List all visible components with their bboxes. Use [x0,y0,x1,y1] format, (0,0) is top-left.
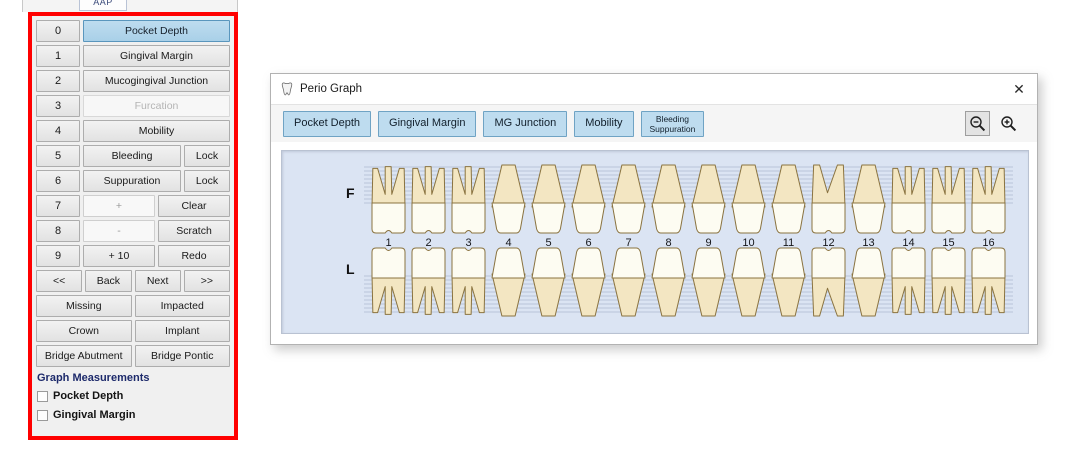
number-button-5[interactable]: 5 [36,145,80,167]
tab-pocket-depth[interactable]: Pocket Depth [283,110,372,137]
next-button[interactable]: Next [134,270,181,292]
svg-text:11: 11 [783,237,794,249]
svg-text:14: 14 [902,237,914,249]
zoom-controls [965,111,1021,136]
checkbox-pocket-depth[interactable] [37,390,48,402]
svg-text:8: 8 [665,237,671,249]
panel-row: Bridge Abutment Bridge Pontic [36,345,230,367]
plus-ten-button[interactable]: + 10 [83,245,155,267]
panel-row: 2 Mucogingival Junction [36,70,230,92]
perio-graph-window: Perio Graph ✕ Pocket Depth Gingival Marg… [270,73,1038,345]
number-button-0[interactable]: 0 [36,20,80,42]
tab-mg-junction[interactable]: MG Junction [483,110,568,137]
zoom-in-button[interactable] [996,111,1021,136]
checkbox-label-pocket-depth: Pocket Depth [53,390,124,402]
bridge-abutment-button[interactable]: Bridge Abutment [36,345,132,367]
scratch-button[interactable]: Scratch [158,220,230,242]
perio-input-panel: AAP 0 Pocket Depth 1 Gingival Margin 2 M… [22,0,238,450]
close-icon[interactable]: ✕ [1013,80,1025,97]
panel-row: Missing Impacted [36,295,230,317]
svg-text:6: 6 [585,237,591,249]
number-button-7[interactable]: 7 [36,195,80,217]
number-button-3[interactable]: 3 [36,95,80,117]
measurement-button-mobility[interactable]: Mobility [83,120,230,142]
panel-row: 8 - Scratch [36,220,230,242]
number-button-8[interactable]: 8 [36,220,80,242]
redo-button[interactable]: Redo [158,245,230,267]
tab-gingival-margin[interactable]: Gingival Margin [378,110,477,137]
graph-measurements-heading: Graph Measurements [37,372,150,384]
plus-button[interactable]: + [83,195,155,217]
panel-row: Crown Implant [36,320,230,342]
svg-text:16: 16 [982,237,994,249]
measurement-button-suppuration[interactable]: Suppuration [83,170,181,192]
number-button-2[interactable]: 2 [36,70,80,92]
panel-row: 3 Furcation [36,95,230,117]
measurement-button-mucogingival-junction[interactable]: Mucogingival Junction [83,70,230,92]
checkbox-row-pocket-depth[interactable]: Pocket Depth [37,389,230,403]
checkbox-row-gingival-margin[interactable]: Gingival Margin [37,408,230,422]
tab-line-1: Bleeding [655,113,689,124]
tab-line-2: Suppuration [649,123,696,134]
measurement-button-pocket-depth[interactable]: Pocket Depth [83,20,230,42]
bridge-pontic-button[interactable]: Bridge Pontic [134,345,230,367]
tab-bleeding-suppuration[interactable]: Bleeding Suppuration [640,110,705,137]
number-button-4[interactable]: 4 [36,120,80,142]
panel-row: 1 Gingival Margin [36,45,230,67]
zoom-out-icon [970,116,986,132]
tab-mobility[interactable]: Mobility [574,110,634,137]
panel-row: 9 + 10 Redo [36,245,230,267]
checkbox-label-gingival-margin: Gingival Margin [53,409,136,421]
navigation-row: << Back Next >> [36,270,230,292]
svg-text:10: 10 [742,237,754,249]
background-panel-stub: AAP [22,0,238,12]
panel-row: 0 Pocket Depth [36,20,230,42]
facial-arch-label: F [346,185,355,201]
measurement-button-furcation: Furcation [83,95,230,117]
svg-text:7: 7 [625,237,631,249]
checkbox-gingival-margin[interactable] [37,409,48,421]
panel-row: 7 + Clear [36,195,230,217]
svg-text:5: 5 [545,237,551,249]
svg-text:4: 4 [505,237,511,249]
panel-row: 5 Bleeding Lock [36,145,230,167]
perio-toolbar: Pocket Depth Gingival Margin MG Junction… [271,104,1037,142]
lingual-arch-label: L [346,261,355,277]
lock-button-bleeding[interactable]: Lock [184,145,230,167]
crown-button[interactable]: Crown [36,320,132,342]
svg-text:3: 3 [465,237,471,249]
measurement-button-grid: 0 Pocket Depth 1 Gingival Margin 2 Mucog… [32,16,234,436]
tooth-icon [281,82,293,96]
window-title: Perio Graph [300,83,363,95]
measurement-button-gingival-margin[interactable]: Gingival Margin [83,45,230,67]
last-button[interactable]: >> [183,270,230,292]
minus-button[interactable]: - [83,220,155,242]
lock-button-suppuration[interactable]: Lock [184,170,230,192]
svg-text:12: 12 [822,237,834,249]
svg-text:1: 1 [385,237,391,249]
panel-row: 4 Mobility [36,120,230,142]
impacted-button[interactable]: Impacted [134,295,230,317]
missing-button[interactable]: Missing [36,295,132,317]
svg-text:15: 15 [942,237,954,249]
number-button-6[interactable]: 6 [36,170,80,192]
number-button-9[interactable]: 9 [36,245,80,267]
clear-button[interactable]: Clear [158,195,230,217]
svg-text:9: 9 [705,237,711,249]
implant-button[interactable]: Implant [134,320,230,342]
svg-text:2: 2 [425,237,431,249]
first-button[interactable]: << [36,270,83,292]
zoom-out-button[interactable] [965,111,990,136]
svg-text:13: 13 [862,237,874,249]
aap-tab[interactable]: AAP [79,0,127,11]
measurement-button-bleeding[interactable]: Bleeding [83,145,181,167]
zoom-in-icon [1001,116,1017,132]
panel-row: 6 Suppuration Lock [36,170,230,192]
red-highlight-annotation: 0 Pocket Depth 1 Gingival Margin 2 Mucog… [28,12,238,440]
window-title-bar: Perio Graph ✕ [271,74,1037,104]
number-button-1[interactable]: 1 [36,45,80,67]
back-button[interactable]: Back [85,270,132,292]
